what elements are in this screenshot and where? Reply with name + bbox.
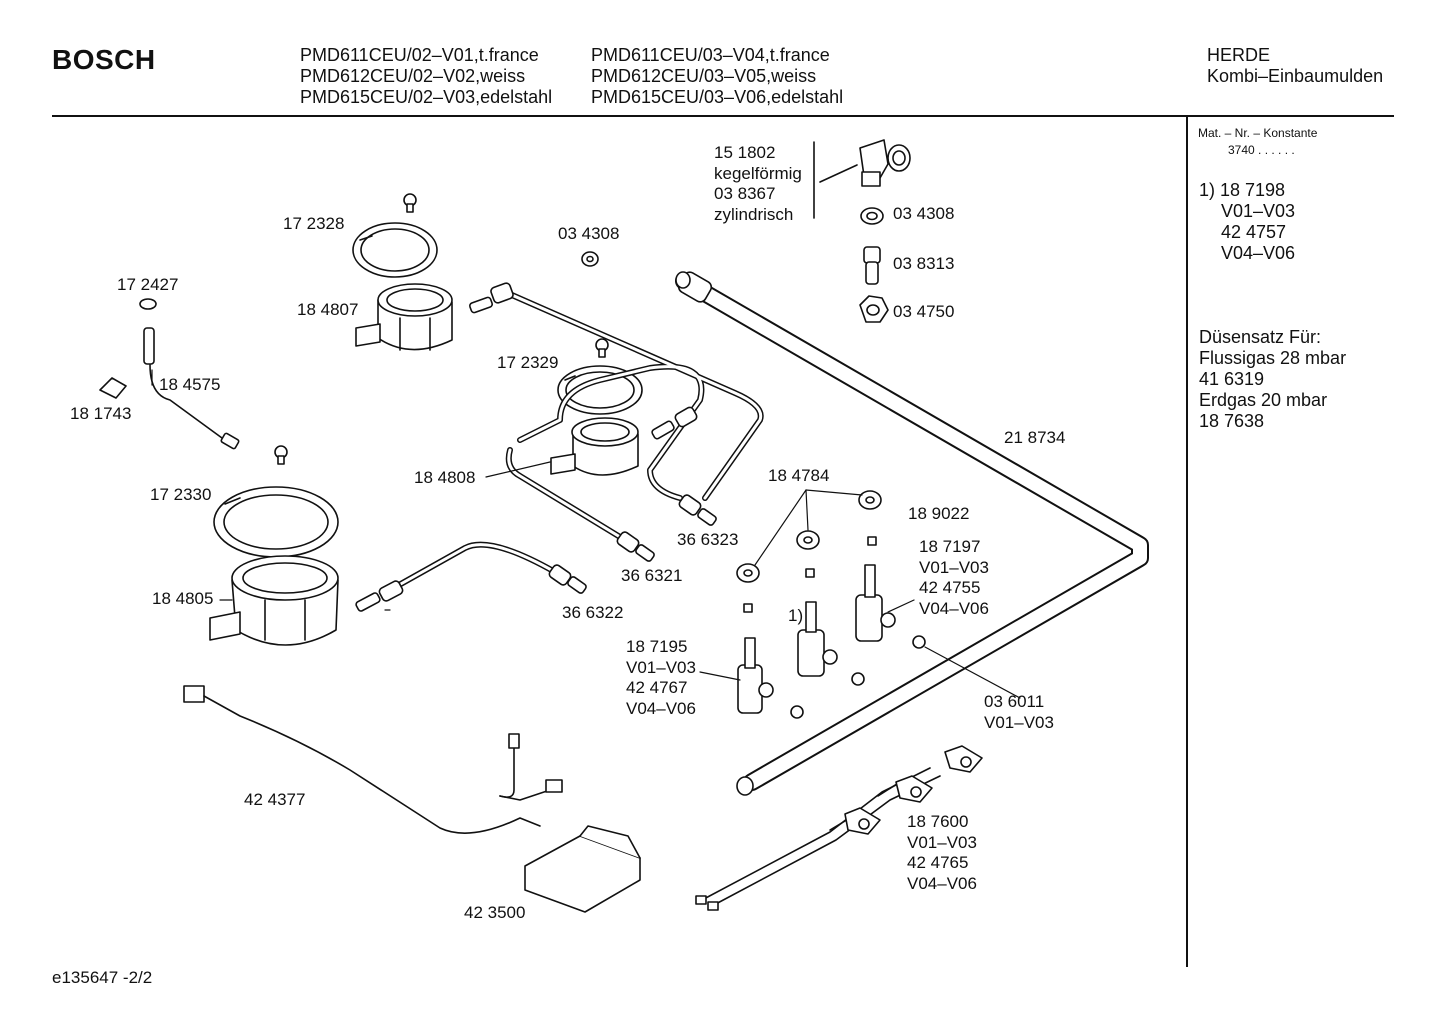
label-line: 03 6011 — [984, 692, 1045, 711]
label-line: 18 7197 — [919, 537, 981, 556]
note-line: V01–V03 — [1221, 201, 1296, 221]
label-172329: 17 2329 — [497, 353, 559, 372]
label-line: 18 7195 — [626, 637, 688, 656]
label-034750: 03 4750 — [893, 302, 955, 321]
spark-module-423500 — [524, 825, 641, 913]
label-line: V01–V03 — [626, 657, 696, 677]
pipe-fittings — [355, 282, 717, 612]
ignition-wire — [183, 685, 563, 834]
screw-3 — [274, 445, 288, 465]
nozzle-pin — [863, 246, 881, 285]
label-line: kegelförmig — [714, 163, 802, 183]
washer-034308 — [581, 251, 599, 267]
label-187195: 18 7195 V01–V03 42 4767 V04–V06 — [626, 637, 696, 719]
header-rule — [52, 115, 1394, 117]
gas-valve-187195 — [737, 637, 774, 714]
duesen-block: Düsensatz Für: Flussigas 28 mbar 41 6319… — [1199, 327, 1346, 432]
burner-housing-184807 — [355, 283, 453, 351]
label-note-1: 1) — [788, 606, 804, 625]
seal-ring — [860, 207, 884, 225]
label-line: 42 4755 — [919, 578, 981, 597]
elbow-fitting — [813, 139, 911, 219]
thermocouple — [99, 298, 240, 450]
note-line: 1) 18 7198 — [1199, 180, 1286, 200]
mat-label: Mat. – Nr. – Konstante — [1198, 126, 1318, 140]
label-038313: 03 8313 — [893, 254, 955, 273]
sidebar-note: 1) 18 7198 V01–V03 42 4757 V04–V06 — [1199, 180, 1295, 264]
label-151802: 15 1802 kegelförmig 03 8367 zylindrisch — [714, 143, 802, 225]
label-line: V01–V03 — [984, 712, 1054, 732]
label-184808: 18 4808 — [414, 468, 476, 487]
model-line: PMD612CEU/02–V02,weiss — [300, 66, 526, 86]
label-189022: 18 9022 — [908, 504, 970, 523]
note-line: 42 4757 — [1221, 222, 1287, 242]
valve-caps — [736, 490, 926, 719]
label-034308-b: 03 4308 — [558, 224, 620, 243]
sidebar-rule — [1186, 117, 1188, 967]
seal-172328 — [352, 222, 438, 278]
leader-lines — [151, 369, 1021, 699]
label-423500: 42 3500 — [464, 903, 526, 922]
label-line: V01–V03 — [907, 832, 977, 852]
burner-housing-184808 — [550, 417, 639, 476]
duesen-line: Erdgas 20 mbar — [1199, 390, 1328, 410]
note-line: V04–V06 — [1221, 243, 1296, 263]
seal-172330 — [213, 486, 339, 558]
model-line: PMD612CEU/03–V05,weiss — [591, 66, 817, 86]
label-184805: 18 4805 — [152, 589, 214, 608]
label-172427: 17 2427 — [117, 275, 179, 294]
screw-2 — [595, 338, 609, 358]
label-line: 42 4767 — [626, 678, 688, 697]
label-line: 42 4765 — [907, 853, 969, 872]
label-184784: 18 4784 — [768, 466, 830, 485]
gas-tube-218734 — [675, 271, 1149, 796]
label-line: zylindrisch — [714, 204, 794, 224]
label-366322: 36 6322 — [562, 603, 624, 622]
label-172330: 17 2330 — [150, 485, 212, 504]
model-line: PMD611CEU/03–V04,t.france — [591, 45, 830, 65]
duesen-line: 41 6319 — [1199, 369, 1265, 389]
model-line: PMD615CEU/02–V03,edelstahl — [300, 87, 553, 107]
label-187600: 18 7600 V01–V03 42 4765 V04–V06 — [907, 812, 977, 894]
label-184807: 18 4807 — [297, 300, 359, 319]
label-line: 03 8367 — [714, 184, 776, 203]
label-line: 18 7600 — [907, 812, 969, 831]
model-list-1: PMD611CEU/02–V01,t.france PMD612CEU/02–V… — [300, 45, 552, 108]
gas-valve-center — [797, 601, 838, 677]
label-line: 15 1802 — [714, 143, 776, 162]
gas-pipes-inner — [388, 290, 763, 592]
label-line: V04–V06 — [919, 598, 989, 618]
label-181743: 18 1743 — [70, 404, 132, 423]
label-218734: 21 8734 — [1004, 428, 1066, 447]
model-list-2: PMD611CEU/03–V04,t.france PMD612CEU/03–V… — [591, 45, 843, 108]
category: HERDE Kombi–Einbaumulden — [1207, 45, 1383, 87]
label-424377: 42 4377 — [244, 790, 306, 809]
label-line: V04–V06 — [907, 873, 977, 893]
label-366321: 36 6321 — [621, 566, 683, 585]
screw-1 — [403, 193, 417, 213]
duesen-line: Flussigas 28 mbar — [1199, 348, 1347, 368]
label-172328: 17 2328 — [283, 214, 345, 233]
gas-valve-187197 — [855, 564, 896, 642]
category-line: Kombi–Einbaumulden — [1207, 66, 1384, 86]
label-034308: 03 4308 — [893, 204, 955, 223]
burner-housing-184805 — [209, 555, 339, 646]
label-187197: 18 7197 V01–V03 42 4755 V04–V06 — [919, 537, 989, 619]
mat-value: 3740 . . . . . . — [1228, 143, 1295, 157]
model-line: PMD611CEU/02–V01,t.france — [300, 45, 539, 65]
label-line: V01–V03 — [919, 557, 989, 577]
label-184575: 18 4575 — [159, 375, 221, 394]
duesen-line: Düsensatz Für: — [1199, 327, 1322, 347]
label-line: V04–V06 — [626, 698, 696, 718]
label-036011: 03 6011 V01–V03 — [984, 692, 1054, 733]
hex-nut — [859, 295, 889, 323]
duesen-line: 18 7638 — [1199, 411, 1265, 431]
label-366323: 36 6323 — [677, 530, 739, 549]
model-line: PMD615CEU/03–V06,edelstahl — [591, 87, 844, 107]
brand-logo: BOSCH — [52, 44, 156, 75]
category-line: HERDE — [1207, 45, 1271, 65]
footer-id: e135647 -2/2 — [52, 968, 153, 987]
ignition-electrodes — [844, 745, 983, 835]
